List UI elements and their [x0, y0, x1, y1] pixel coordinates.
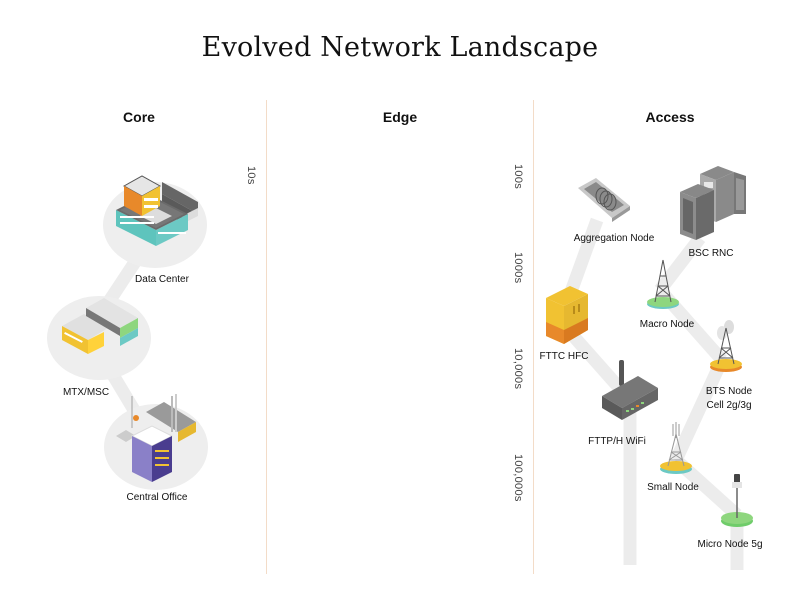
column-divider-edge-access [533, 100, 534, 574]
label-bsc-rnc: BSC RNC [688, 248, 734, 259]
column-heading-core: Core [123, 109, 155, 125]
small-cell-tower-icon [660, 422, 692, 474]
label-central-office: Central Office [126, 492, 188, 503]
mtx-building-icon [62, 298, 138, 354]
label-bts-node: BTS Node [705, 386, 753, 397]
label-small-node: Small Node [647, 482, 699, 493]
central-office-icon [116, 394, 196, 482]
path-bts-small [670, 357, 728, 463]
aggregation-node-icon [578, 178, 630, 222]
column-heading-edge: Edge [382, 109, 418, 125]
micro-antenna-icon [721, 474, 753, 527]
bts-tower-icon [710, 320, 742, 372]
data-center-icon [116, 175, 198, 246]
label-mtx-msc: MTX/MSC [62, 387, 110, 398]
wifi-router-icon [602, 360, 658, 420]
label-macro-node: Macro Node [639, 319, 695, 330]
street-cabinet-icon [546, 286, 588, 344]
column-heading-access: Access [645, 109, 695, 125]
page-title: Evolved Network Landscape [201, 32, 599, 63]
label-fttc-hfc: FTTC HFC [539, 351, 589, 362]
server-rack-icon [680, 166, 746, 240]
cell-tower-icon [647, 259, 679, 309]
label-micro-node: Micro Node 5g [697, 539, 763, 550]
label-bts-node-sub: Cell 2g/3g [706, 400, 752, 411]
label-data-center: Data Center [135, 274, 189, 285]
label-fttph-wifi: FTTP/H WiFi [588, 436, 646, 447]
column-divider-core-edge [266, 100, 267, 574]
label-aggregation-node: Aggregation Node [573, 233, 655, 244]
path-aggregation-fttc [561, 217, 604, 303]
path-datacenter-mtx [104, 258, 141, 304]
